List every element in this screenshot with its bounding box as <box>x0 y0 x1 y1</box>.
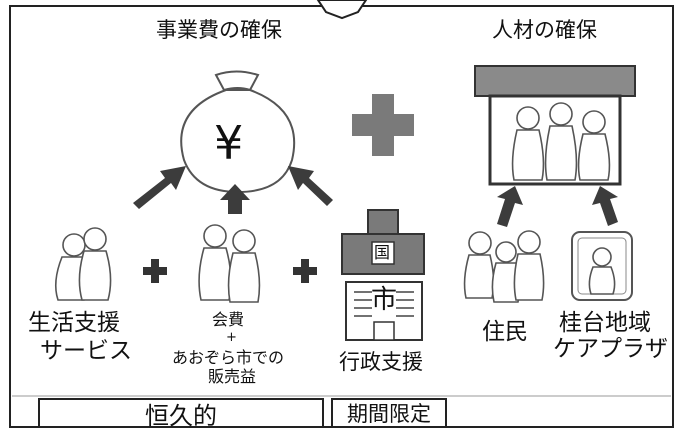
personnel-roof <box>474 65 636 97</box>
yen-symbol: ¥ <box>214 116 244 170</box>
fees-sales-label-line2: 販売益 <box>208 367 257 386</box>
residents-icon <box>463 230 545 303</box>
arrow-admin <box>288 166 333 206</box>
member-people-icon <box>198 224 261 303</box>
city-hall-icon <box>345 281 423 341</box>
support-people-icon <box>54 227 112 301</box>
fees-plus: + <box>226 330 237 345</box>
plus-icon-1 <box>143 259 167 283</box>
city-kanji: 市 <box>371 285 398 315</box>
care-plaza-icon <box>571 231 633 301</box>
residents-label: 住民 <box>482 319 528 345</box>
top-pointer-icon <box>316 0 368 20</box>
arrow-residents <box>497 186 523 227</box>
national-building-icon <box>341 209 425 275</box>
personnel-heading: 人材の確保 <box>492 18 597 42</box>
volunteer-figures-icon <box>511 102 611 181</box>
permanent-label: 恒久的 <box>145 401 217 430</box>
national-kanji: 国 <box>374 243 391 262</box>
arrow-life-support <box>133 166 186 209</box>
life-support-label-line1: 生活支援 <box>28 310 120 336</box>
limited-label: 期間限定 <box>347 402 431 426</box>
limited-box: 期間限定 <box>331 398 447 428</box>
admin-support-label: 行政支援 <box>339 350 423 374</box>
care-plaza-label-line2: ケアプラザ <box>553 336 668 362</box>
arrow-fees <box>220 184 250 214</box>
fees-sales-label-line1: あおぞら市での <box>172 348 285 367</box>
care-plaza-label-line1: 桂台地域 <box>559 310 651 336</box>
life-support-label-line2: サービス <box>40 338 132 364</box>
arrows-to-funding <box>133 166 333 214</box>
big-plus-icon <box>352 94 414 156</box>
arrows-to-personnel <box>497 186 618 227</box>
fees-label: 会費 <box>212 310 245 329</box>
arrow-care-plaza <box>592 186 618 226</box>
plus-icon-2 <box>293 259 317 283</box>
permanent-box: 恒久的 <box>38 398 324 430</box>
funding-heading: 事業費の確保 <box>156 18 282 42</box>
